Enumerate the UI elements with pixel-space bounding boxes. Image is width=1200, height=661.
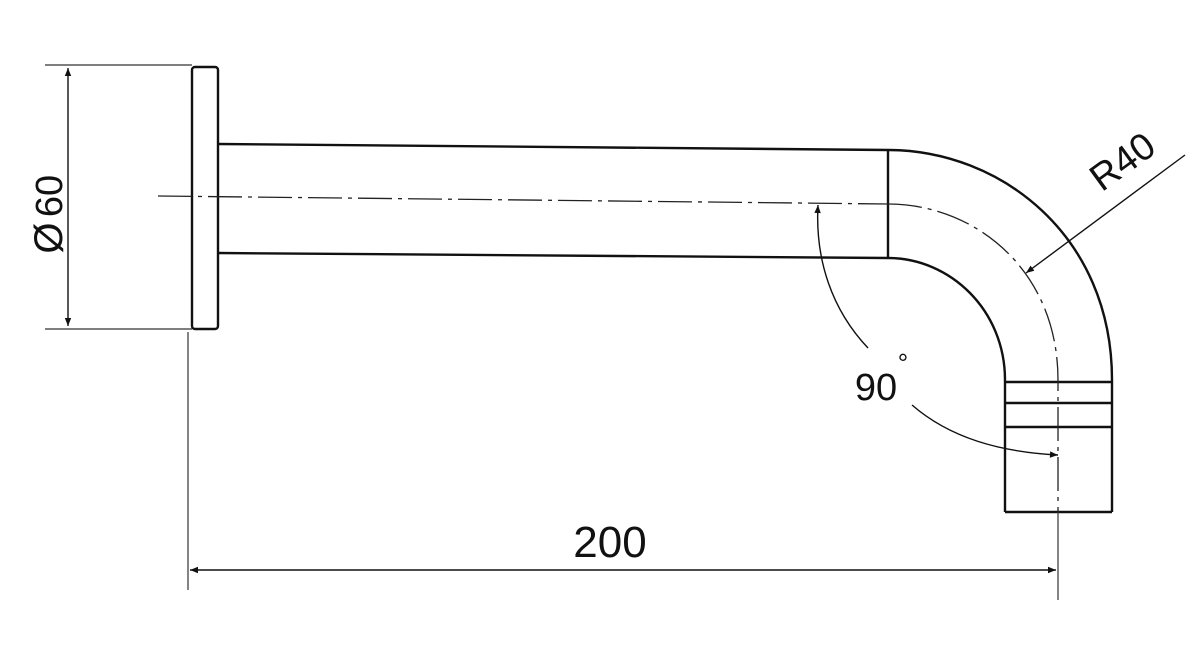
- extension-lines: [45, 64, 1059, 600]
- wall-flange: [190, 65, 220, 331]
- diameter-label: 60: [29, 175, 71, 217]
- pipe-bend: [887, 148, 1114, 381]
- radius-label: R40: [1082, 125, 1163, 200]
- length-label: 200: [573, 518, 646, 567]
- angle-arc-lower: [911, 404, 1059, 458]
- angle-arc-upper: [814, 204, 869, 349]
- radius-leader-line: [1025, 154, 1186, 274]
- angle-unit: °: [898, 348, 908, 378]
- diameter-symbol: Ø: [27, 222, 71, 253]
- straight-pipe: [217, 142, 890, 260]
- diameter-label-group: Ø 60: [27, 175, 71, 254]
- center-line: [157, 195, 1059, 512]
- angle-value: 90: [855, 367, 897, 409]
